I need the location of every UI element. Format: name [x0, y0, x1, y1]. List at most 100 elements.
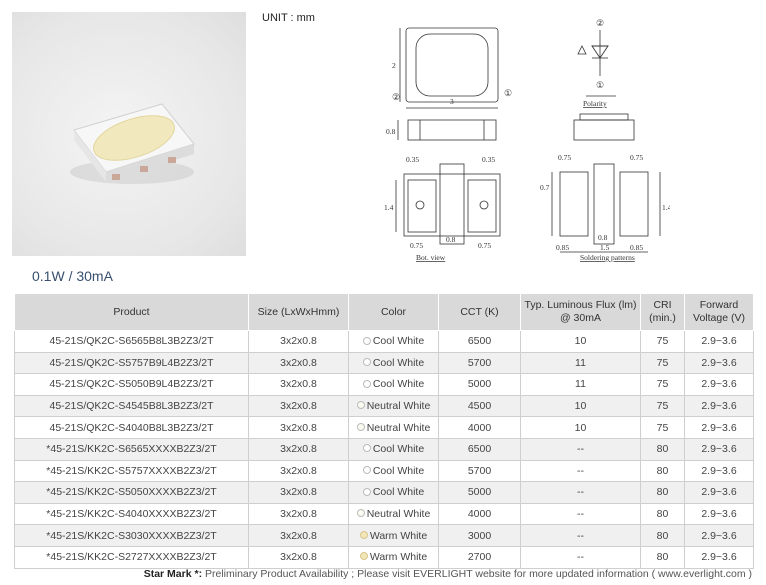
dim-075-b: 0.75 [478, 241, 491, 250]
color-swatch-icon [362, 487, 371, 496]
cri-cell: 75 [640, 351, 685, 375]
dim-035-b: 0.35 [482, 155, 495, 164]
cri-cell: 80 [640, 524, 685, 547]
color-swatch-icon [356, 422, 365, 431]
header-product: Product [14, 293, 249, 331]
color-cell: Cool White [348, 351, 439, 375]
flux-cell: -- [520, 437, 641, 461]
dim-075-a: 0.75 [410, 241, 423, 250]
marker-one: ① [504, 88, 512, 98]
footer-text: Preliminary Product Availability ; Pleas… [202, 568, 752, 580]
color-swatch-icon [362, 358, 371, 367]
color-label: Cool White [372, 464, 425, 477]
color-swatch-icon [356, 401, 365, 410]
header-cri: CRI (min.) [640, 293, 685, 331]
product-cell: 45-21S/QK2C-S5757B9L4B2Z3/2T [14, 351, 249, 375]
led-package-illustration [70, 103, 195, 184]
flux-cell: 10 [520, 416, 641, 439]
marker-two: ② [392, 92, 400, 102]
dim-height: 0.8 [386, 127, 396, 136]
flux-cell: 10 [520, 394, 641, 418]
dim-14-a: 1.4 [384, 203, 394, 212]
header-color: Color [348, 293, 439, 331]
cri-cell: 80 [640, 481, 685, 504]
size-cell: 3x2x0.8 [248, 437, 349, 461]
vf-cell: 2.9~3.6 [684, 394, 754, 418]
header-size: Size (LxWxHmm) [248, 293, 349, 331]
unit-label: UNIT : mm [262, 12, 315, 24]
product-cell: *45-21S/KK2C-S6565XXXXB2Z3/2T [14, 437, 249, 461]
product-cell: 45-21S/QK2C-S6565B8L3B2Z3/2T [14, 330, 249, 353]
cri-cell: 75 [640, 394, 685, 418]
soldering-label: Soldering patterns [580, 253, 635, 262]
dim-085-b: 0.85 [630, 243, 643, 252]
star-mark: Star Mark *: [143, 568, 203, 580]
color-label: Cool White [372, 356, 425, 369]
color-swatch-icon [362, 466, 371, 475]
color-label: Cool White [372, 486, 425, 499]
cct-cell: 2700 [438, 545, 521, 569]
dim-length: 2 [392, 61, 396, 70]
color-label: Neutral White [366, 508, 431, 521]
color-cell: Neutral White [348, 502, 439, 526]
cct-cell: 5000 [438, 373, 521, 396]
flux-cell: 10 [520, 330, 641, 353]
product-cell: 45-21S/QK2C-S5050B9L4B2Z3/2T [14, 373, 249, 396]
product-cell: 45-21S/QK2C-S4545B8L3B2Z3/2T [14, 394, 249, 418]
table-header-row: Product Size (LxWxHmm) Color CCT (K) Typ… [14, 293, 754, 331]
size-cell: 3x2x0.8 [248, 416, 349, 439]
size-cell: 3x2x0.8 [248, 330, 349, 353]
header-cct: CCT (K) [438, 293, 521, 331]
polarity-marker-two: ② [596, 18, 604, 28]
dim-08-b: 0.8 [598, 233, 608, 242]
cri-cell: 75 [640, 330, 685, 353]
product-cell: *45-21S/KK2C-S5050XXXXB2Z3/2T [14, 481, 249, 504]
cri-cell: 80 [640, 502, 685, 526]
size-cell: 3x2x0.8 [248, 459, 349, 483]
size-cell: 3x2x0.8 [248, 351, 349, 375]
color-label: Neutral White [366, 421, 431, 434]
color-cell: Cool White [348, 481, 439, 504]
polarity-label: Polarity [583, 99, 607, 108]
dim-035-a: 0.35 [406, 155, 419, 164]
color-swatch-icon [359, 552, 368, 561]
flux-cell: -- [520, 481, 641, 504]
header-vf: Forward Voltage (V) [684, 293, 754, 331]
color-cell: Cool White [348, 373, 439, 396]
cct-cell: 6500 [438, 330, 521, 353]
dim-085-a: 0.85 [556, 243, 569, 252]
product-photo [12, 12, 246, 256]
footer-note: Star Mark *: Preliminary Product Availab… [0, 568, 752, 580]
vf-cell: 2.9~3.6 [684, 416, 754, 439]
cct-cell: 6500 [438, 437, 521, 461]
dim-14-b: 1.4 [662, 203, 670, 212]
size-cell: 3x2x0.8 [248, 502, 349, 526]
polarity-marker-one: ① [596, 80, 604, 90]
color-label: Cool White [372, 335, 425, 348]
color-swatch-icon [362, 444, 371, 453]
color-cell: Neutral White [348, 394, 439, 418]
size-cell: 3x2x0.8 [248, 524, 349, 547]
vf-cell: 2.9~3.6 [684, 459, 754, 483]
vf-cell: 2.9~3.6 [684, 330, 754, 353]
vf-cell: 2.9~3.6 [684, 437, 754, 461]
product-cell: *45-21S/KK2C-S3030XXXXB2Z3/2T [14, 524, 249, 547]
product-table: Product Size (LxWxHmm) Color CCT (K) Typ… [14, 293, 754, 569]
vf-cell: 2.9~3.6 [684, 502, 754, 526]
flux-cell: -- [520, 459, 641, 483]
color-cell: Cool White [348, 330, 439, 353]
dimension-drawings: 3 2 0.8 ① ② ② ① Polarity Bot. view Solde… [384, 18, 670, 262]
product-cell: *45-21S/KK2C-S2727XXXXB2Z3/2T [14, 545, 249, 569]
vf-cell: 2.9~3.6 [684, 524, 754, 547]
cct-cell: 5700 [438, 351, 521, 375]
flux-cell: -- [520, 502, 641, 526]
